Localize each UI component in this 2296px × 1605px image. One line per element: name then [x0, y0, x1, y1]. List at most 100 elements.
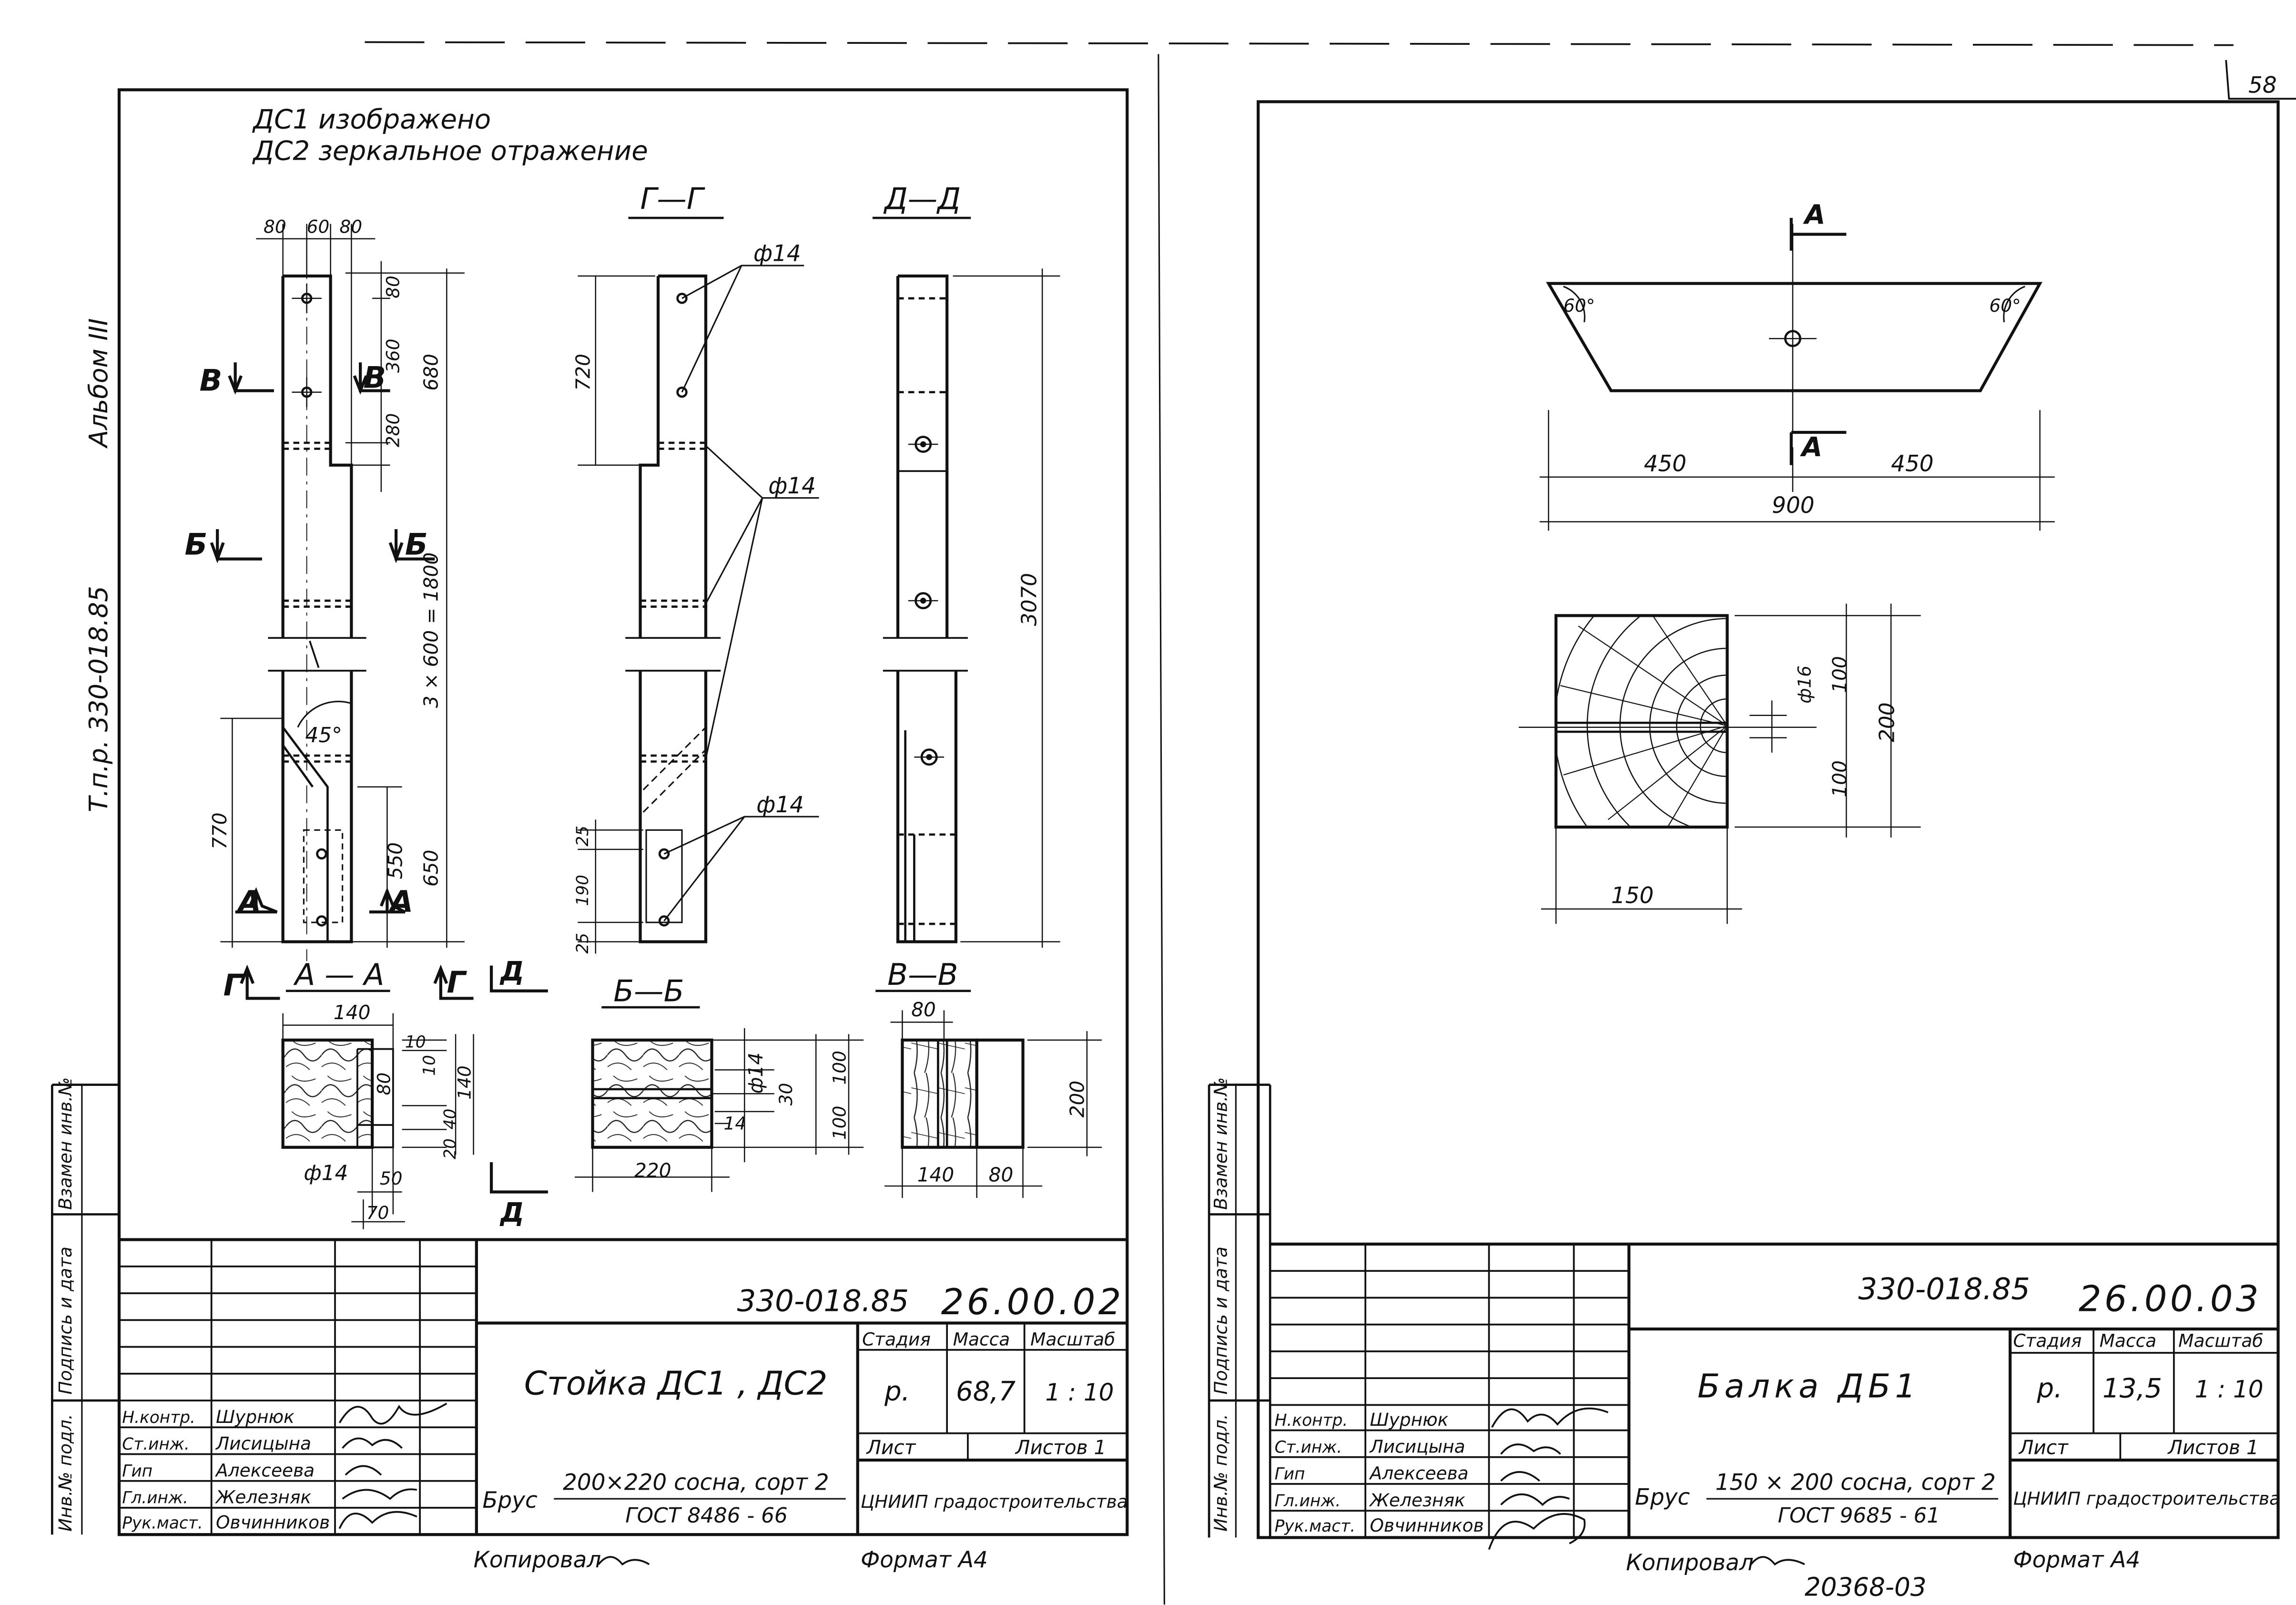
- view-gg-title: Г—Г: [640, 181, 705, 216]
- marker-v-right: В: [363, 360, 386, 395]
- tb-left-sheet: Лист: [865, 1436, 916, 1459]
- dim-200-vv: 200: [1066, 1081, 1089, 1118]
- dim-100a: 100: [829, 1051, 850, 1085]
- r-dim-100a: 100: [1828, 656, 1851, 693]
- dims-front-view: [220, 224, 465, 948]
- tb-right-material-prefix: Брус: [1635, 1485, 1690, 1511]
- tb-right-stage-h: Стадия: [2013, 1330, 2082, 1351]
- tb-left-mass: 68,7: [956, 1376, 1016, 1407]
- note-line-1: ДС1 изображено: [252, 104, 491, 135]
- phi14-gg-top: ф14: [753, 241, 801, 267]
- dim-14: 14: [724, 1113, 747, 1134]
- tb-left-name-2: Лисицына: [215, 1433, 311, 1454]
- dim-680: 680: [420, 354, 443, 391]
- r-marker-a-top: А: [1803, 200, 1826, 231]
- tb-right-mass-h: Масса: [2100, 1330, 2157, 1351]
- section-vv: [884, 1010, 1102, 1198]
- tb-left-name-3: Алексеева: [215, 1460, 315, 1481]
- tb-right-stage: р.: [2036, 1373, 2062, 1404]
- right-sheet: Взамен инв.№ Подпись и дата Инв.№ подл. …: [1208, 100, 2280, 1602]
- post-side-view-dd: [883, 268, 1060, 948]
- r-phi16: ф16: [1794, 665, 1815, 704]
- dim-70: 70: [366, 1202, 389, 1223]
- tb-left-standard: ГОСТ 8486 - 66: [625, 1503, 787, 1528]
- tb-left-title: Стойка ДС1 , ДС2: [524, 1364, 828, 1402]
- view-bb-title: Б—Б: [613, 974, 684, 1009]
- tb-right-title: Балка ДБ1: [1697, 1368, 1920, 1406]
- tb-right-sheets: Листов 1: [2167, 1436, 2258, 1459]
- dim-40: 40: [441, 1109, 460, 1130]
- dim-80c: 80: [382, 276, 403, 298]
- post-front-view: [268, 261, 366, 961]
- tb-left-material-prefix: Брус: [482, 1488, 538, 1513]
- tb-right-number: 26.00.03: [2079, 1278, 2262, 1320]
- marker-g-right: Г: [447, 965, 467, 1000]
- r-side-field-replace: Взамен инв.№: [1210, 1077, 1231, 1210]
- r-marker-a-bottom: А: [1800, 432, 1823, 463]
- tb-left-code: 330-018.85: [737, 1284, 909, 1319]
- dim-3x600: 3 × 600 = 1800: [420, 552, 443, 708]
- tb-right-copied: Копировал: [1626, 1550, 1754, 1576]
- tb-right-sheet: Лист: [2018, 1436, 2069, 1459]
- tb-left-org: ЦНИИП градостроительства: [861, 1491, 1128, 1512]
- tb-right-standard: ГОСТ 9685 - 61: [1778, 1503, 1940, 1528]
- title-block-left: [119, 1238, 1128, 1535]
- dim-80a: 80: [264, 216, 286, 237]
- phi14-gg-bot: ф14: [756, 792, 804, 818]
- section-aa: [281, 1013, 474, 1229]
- marker-a-right: А: [388, 884, 413, 919]
- dim-80e: 80: [911, 998, 936, 1021]
- beam-plan-view: [1539, 218, 2055, 531]
- dim-50: 50: [380, 1168, 403, 1189]
- dim-80b: 80: [339, 216, 362, 237]
- marker-b-right: Б: [405, 527, 428, 562]
- dim-280: 280: [382, 413, 403, 448]
- dim-140c: 140: [917, 1164, 955, 1186]
- tb-left-mass-h: Масса: [953, 1329, 1010, 1349]
- r-side-field-inventory: Инв.№ подл.: [1210, 1414, 1231, 1532]
- tb-left-role-1: Н.контр.: [122, 1408, 195, 1427]
- tb-right-signatures: [1488, 1407, 1609, 1550]
- dim-25b: 25: [573, 933, 592, 954]
- tb-right-name-3: Алексеева: [1369, 1463, 1469, 1484]
- dim-10b: 10: [420, 1055, 439, 1076]
- tb-left-format: Формат А4: [861, 1547, 988, 1573]
- dim-30: 30: [775, 1083, 796, 1106]
- tb-right-role-2: Ст.инж.: [1275, 1438, 1342, 1457]
- tb-left-copied: Копировал: [474, 1547, 601, 1573]
- dim-220: 220: [634, 1159, 671, 1182]
- phi14-aa: ф14: [304, 1161, 348, 1186]
- tb-right-role-1: Н.контр.: [1275, 1411, 1348, 1430]
- side-project-label: Т.п.р. 330-018.85: [84, 586, 113, 812]
- tb-left-scale: 1 : 10: [1045, 1379, 1114, 1406]
- side-field-replace: Взамен инв.№: [55, 1077, 76, 1210]
- title-block-right: [1270, 1242, 2278, 1538]
- dim-80d: 80: [374, 1073, 395, 1095]
- tb-right-role-4: Гл.инж.: [1275, 1492, 1341, 1511]
- marker-g-left: Г: [224, 968, 244, 1002]
- dim-360: 360: [382, 339, 403, 373]
- tb-right-material: 150 × 200 сосна, сорт 2: [1715, 1470, 1995, 1495]
- tb-right-code: 330-018.85: [1858, 1272, 2030, 1307]
- tb-right-name-1: Шурнюк: [1370, 1409, 1449, 1430]
- tb-right-name-5: Овчинников: [1370, 1515, 1484, 1536]
- tb-left-material: 200×220 сосна, сорт 2: [563, 1470, 829, 1495]
- dim-60: 60: [307, 216, 330, 237]
- side-album-label: Альбом III: [84, 318, 113, 449]
- tb-left-signatures: [338, 1402, 447, 1529]
- dim-100b: 100: [829, 1106, 850, 1140]
- view-dd-title: Д—Д: [883, 181, 961, 216]
- view-aa-title: А — А: [293, 957, 385, 992]
- tb-left-number: 26.00.02: [941, 1281, 1124, 1323]
- note-line-2: ДС2 зеркальное отражение: [252, 135, 648, 166]
- tb-right-inventory: 20368-03: [1805, 1572, 1927, 1602]
- tb-left-name-4: Железняк: [215, 1487, 311, 1508]
- angle-60-left: 60°: [1564, 295, 1595, 316]
- dim-20: 20: [441, 1138, 460, 1159]
- tb-right-scale: 1 : 10: [2195, 1376, 2264, 1403]
- tb-right-name-2: Лисицына: [1369, 1436, 1465, 1457]
- r-side-field-signature: Подпись и дата: [1210, 1247, 1231, 1395]
- tb-left-stage-h: Стадия: [862, 1329, 931, 1349]
- tb-right-format: Формат А4: [2013, 1547, 2140, 1573]
